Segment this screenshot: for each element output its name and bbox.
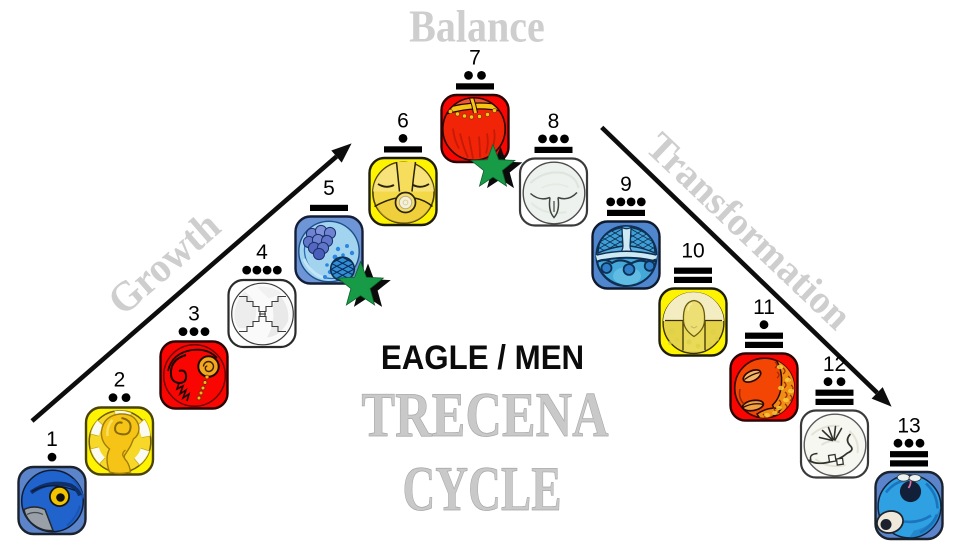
svg-text:2: 2 — [114, 369, 126, 392]
svg-text:3: 3 — [188, 303, 200, 326]
svg-text:4: 4 — [256, 241, 268, 264]
svg-text:11: 11 — [753, 296, 775, 319]
svg-text:6: 6 — [397, 110, 409, 133]
svg-text:8: 8 — [548, 110, 560, 133]
svg-text:TRECENA: TRECENA — [361, 381, 608, 451]
svg-text:1: 1 — [46, 428, 58, 451]
svg-text:13: 13 — [897, 414, 920, 437]
svg-text:Balance: Balance — [409, 2, 545, 52]
svg-text:CYCLE: CYCLE — [402, 455, 561, 525]
svg-text:10: 10 — [681, 240, 704, 263]
svg-text:9: 9 — [620, 173, 632, 196]
svg-text:12: 12 — [823, 353, 846, 376]
svg-text:EAGLE / MEN: EAGLE / MEN — [381, 338, 584, 377]
svg-text:7: 7 — [469, 47, 481, 70]
svg-text:5: 5 — [323, 177, 335, 200]
